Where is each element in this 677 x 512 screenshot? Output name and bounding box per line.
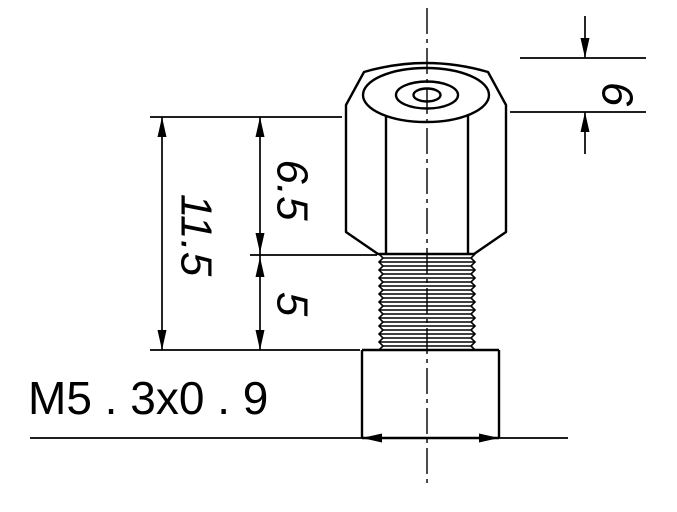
extension-lines bbox=[150, 57, 646, 351]
dimension-6: 6 bbox=[580, 16, 642, 154]
arrowhead-up-icon bbox=[255, 257, 265, 277]
arrowhead-down-icon bbox=[255, 233, 265, 253]
dim-label-6: 6 bbox=[593, 82, 642, 107]
dim-label-6-5: 6.5 bbox=[268, 159, 317, 221]
arrowhead-up-icon bbox=[580, 112, 590, 132]
arrowhead-right-icon bbox=[479, 433, 499, 443]
head-hole-inner-ellipse bbox=[412, 87, 442, 103]
arrowhead-up-icon bbox=[255, 117, 265, 137]
shank-outline bbox=[360, 348, 501, 440]
dim-label-5: 5 bbox=[268, 292, 317, 317]
arrowhead-down-icon bbox=[580, 38, 590, 58]
part-shank bbox=[360, 348, 501, 440]
dimension-5: 5 bbox=[255, 257, 317, 350]
dim-label-11-5: 11.5 bbox=[172, 194, 221, 277]
dimension-6-5: 6.5 bbox=[255, 117, 317, 350]
arrowhead-left-icon bbox=[362, 433, 382, 443]
dimension-11-5: 11.5 bbox=[157, 117, 221, 350]
thread-root-lines bbox=[383, 257, 471, 347]
head-top-face-ellipse bbox=[361, 66, 491, 124]
arrowhead-up-icon bbox=[157, 117, 167, 137]
hex-head-outline bbox=[344, 61, 508, 256]
hex-facet-edges bbox=[384, 115, 470, 253]
head-hole-outer-ellipse bbox=[394, 80, 460, 110]
thread-crest-lines bbox=[379, 253, 475, 351]
arrowhead-down-icon bbox=[255, 330, 265, 350]
thread-spec-label: M5 . 3x0 . 9 bbox=[28, 372, 268, 424]
dimension-thread-spec: M5 . 3x0 . 9 bbox=[28, 372, 568, 443]
part-thread bbox=[377, 253, 477, 351]
part-hex-head bbox=[344, 61, 508, 256]
arrowhead-down-icon bbox=[157, 330, 167, 350]
